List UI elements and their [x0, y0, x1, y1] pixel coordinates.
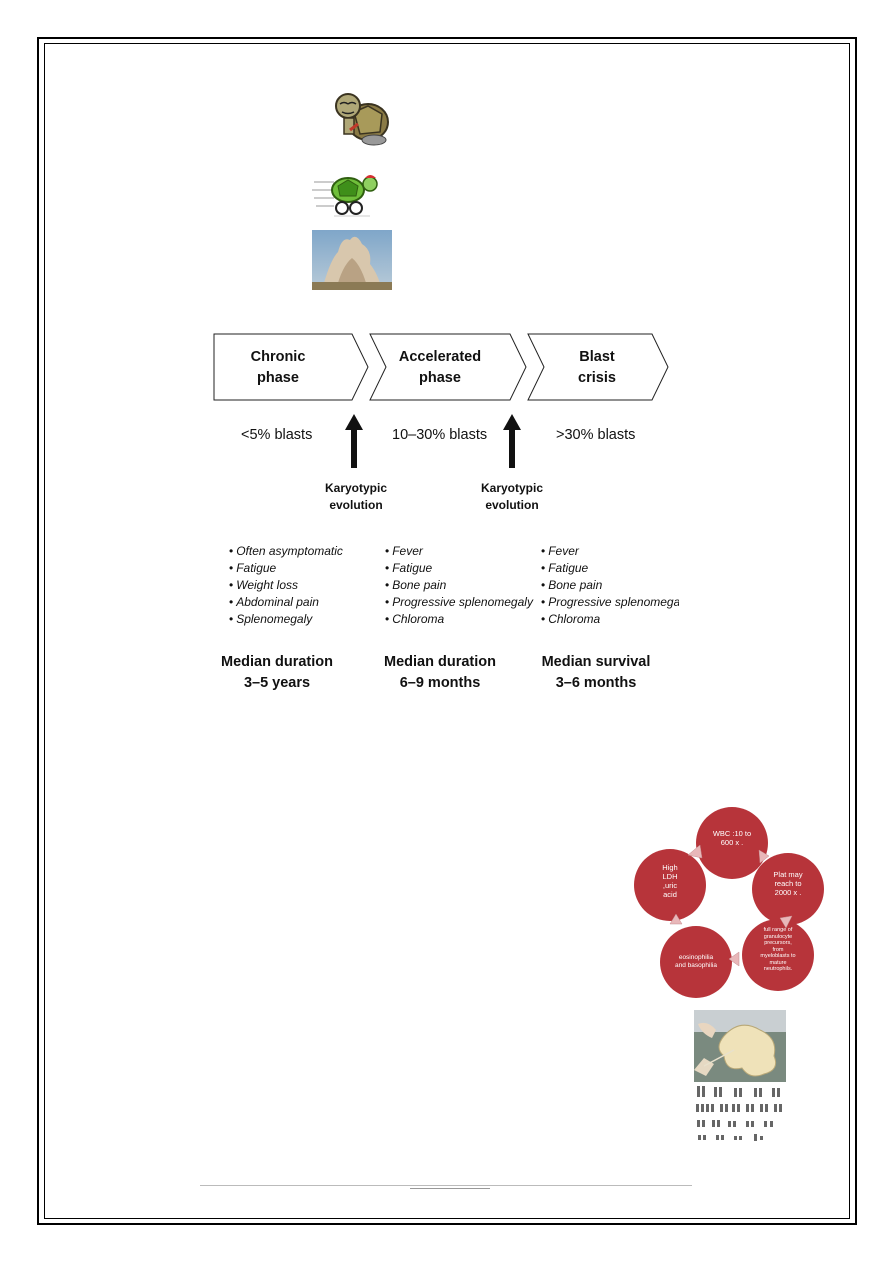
running-turtle-illustration	[312, 175, 378, 217]
chronic-phase-chevron	[213, 333, 369, 401]
list-item: Splenomegaly	[229, 611, 343, 628]
list-item: Progressive splenomegaly	[541, 594, 679, 611]
list-item: Fever	[541, 543, 679, 560]
explosion-photo	[312, 230, 392, 290]
page-border-inner	[44, 43, 850, 1219]
accelerated-phase-chevron	[369, 333, 527, 401]
list-item: Chloroma	[541, 611, 679, 628]
cycle-arrow-4	[669, 913, 683, 925]
list-item: Fatigue	[385, 560, 533, 577]
cycle-circle-bottom-right	[742, 919, 814, 991]
cycle-arrow-1	[758, 849, 770, 864]
karyotype-image	[696, 1086, 782, 1141]
cycle-circle-right	[752, 853, 824, 925]
list-item: Bone pain	[541, 577, 679, 594]
list-item: Often asymptomatic	[229, 543, 343, 560]
phase-chevrons	[213, 333, 669, 401]
list-item: Progressive splenomegaly	[385, 594, 533, 611]
list-item: Fever	[385, 543, 533, 560]
bottom-rule-accent	[410, 1188, 490, 1189]
cycle-circle-bottom-left	[660, 926, 732, 998]
blast-crisis-blasts: >30% blasts	[556, 427, 636, 443]
bottom-rule	[200, 1185, 692, 1186]
accelerated-blasts: 10–30% blasts	[392, 427, 488, 443]
karyotypic-arrow-2	[503, 414, 521, 468]
list-item: Chloroma	[385, 611, 533, 628]
blast-crisis-chevron	[527, 333, 669, 401]
list-item: Weight loss	[229, 577, 343, 594]
karyotypic-arrow-1	[345, 414, 363, 468]
list-item: Bone pain	[385, 577, 533, 594]
cycle-circle-left	[634, 849, 706, 921]
lab-findings-cycle-diagram	[634, 807, 824, 998]
accelerated-symptoms-list: Fever Fatigue Bone pain Progressive sple…	[385, 543, 533, 628]
spleen-photo	[694, 1010, 786, 1082]
sleepy-turtle-illustration	[335, 93, 389, 146]
cycle-circle-top	[696, 807, 768, 879]
list-item: Abdominal pain	[229, 594, 343, 611]
cycle-arrow-3	[728, 951, 740, 967]
cycle-arrow-2	[779, 915, 793, 929]
blast-crisis-symptoms-list: Fever Fatigue Bone pain Progressive sple…	[541, 543, 679, 628]
chronic-symptoms-list: Often asymptomatic Fatigue Weight loss A…	[229, 543, 343, 628]
chronic-blasts: <5% blasts	[241, 427, 313, 443]
page-border-outer	[37, 37, 857, 1225]
list-item: Fatigue	[229, 560, 343, 577]
list-item: Fatigue	[541, 560, 679, 577]
cycle-arrow-5	[687, 844, 703, 859]
